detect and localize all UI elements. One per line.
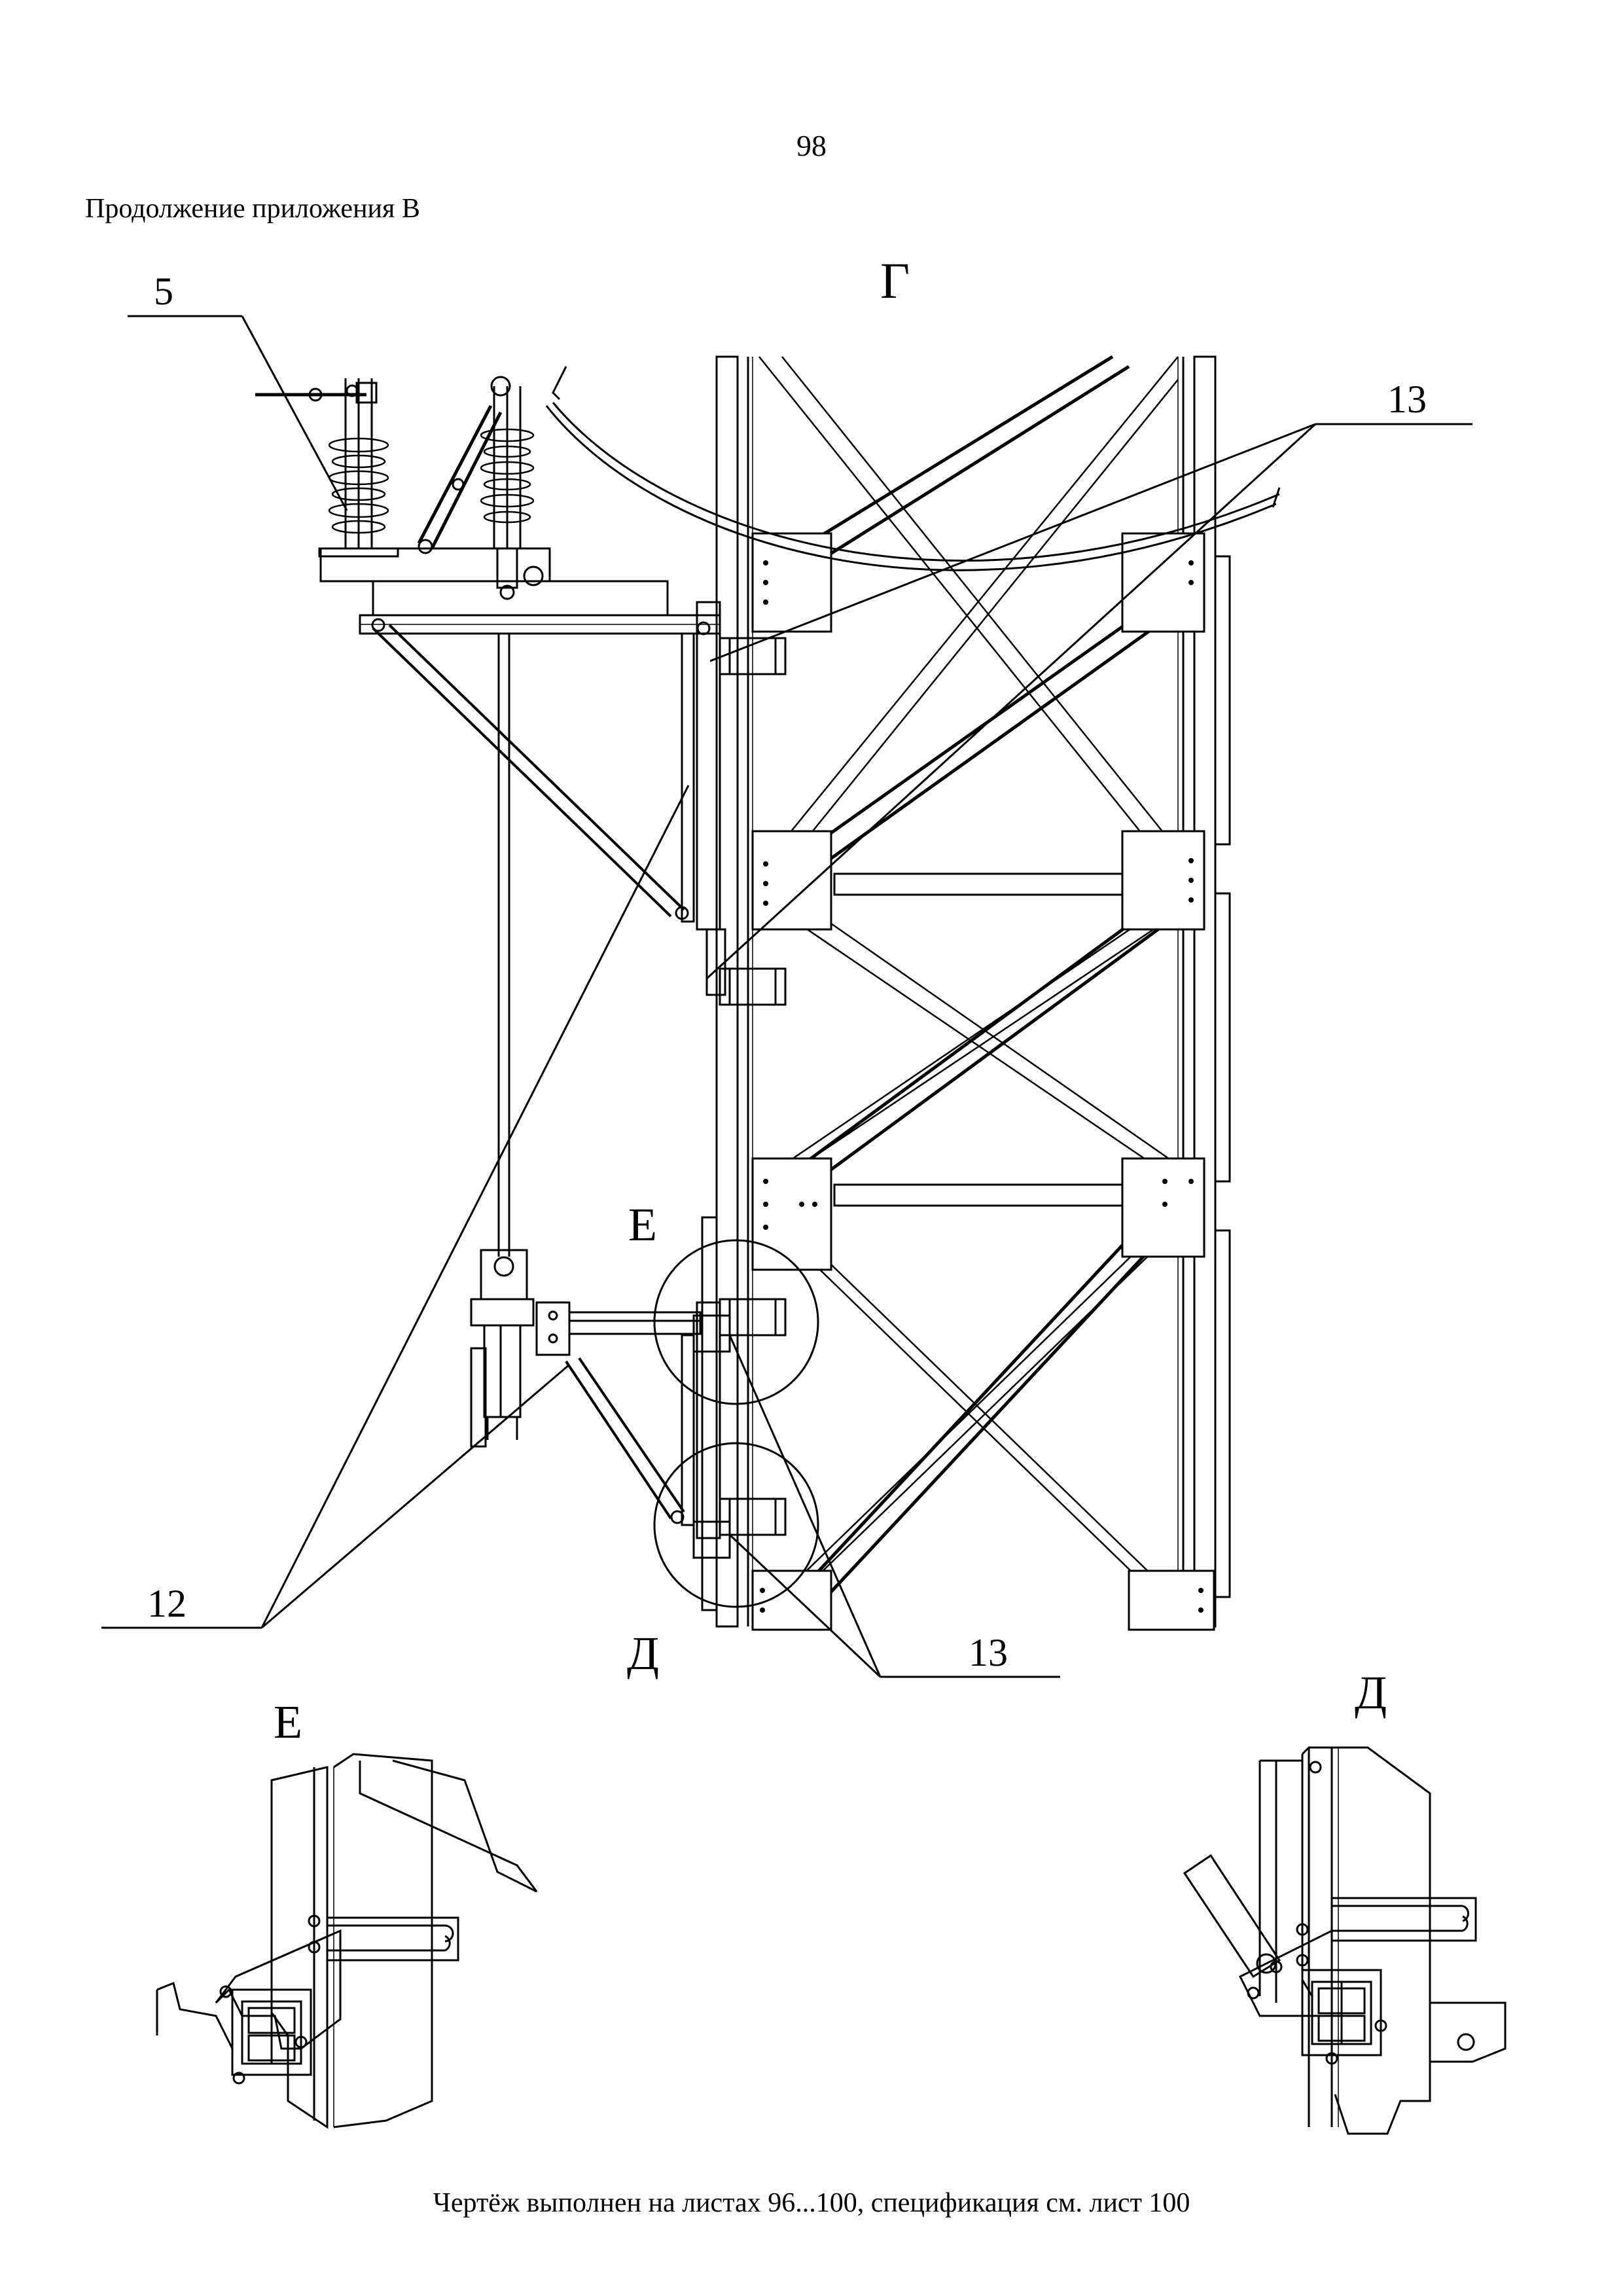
detail-circle-e [653,1239,819,1405]
upper-bracket [319,547,787,1006]
detail-title-e: Е [274,1696,302,1748]
detail-circle-d [653,1442,819,1608]
callout-12: 12 [147,1582,187,1625]
view-label-e-marker: Е [628,1198,657,1251]
lower-bracket [470,1249,787,1559]
callout-13-bottom: 13 [969,1631,1008,1674]
operating-rod [497,634,510,1257]
insulators [255,376,544,600]
leader-lines [101,315,1472,1678]
view-label-main: Г [880,252,910,309]
callout-5: 5 [154,270,173,313]
detail-d-view [1183,1746,1507,2135]
page-number: 98 [796,129,827,162]
page-title: Продолжение приложения В [85,194,420,224]
tower-structure [701,355,1231,1631]
view-label-d-marker: Д [627,1627,659,1679]
detail-title-d: Д [1355,1666,1387,1719]
callout-13-top: 13 [1387,378,1427,421]
footer-note: Чертёж выполнен на листах 96...100, спец… [433,2188,1190,2218]
detail-e-view [156,1753,538,2129]
cable [545,366,1281,571]
